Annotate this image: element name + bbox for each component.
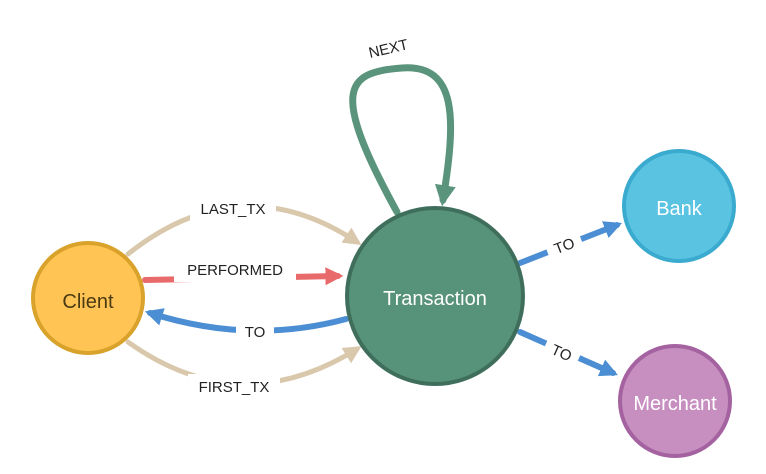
edge-to-bank[interactable]: TO: [517, 221, 623, 266]
node-bank-circle[interactable]: [622, 149, 736, 263]
edge-next[interactable]: NEXT: [349, 36, 456, 216]
edge-next-label: NEXT: [367, 36, 410, 62]
node-merchant-circle[interactable]: [618, 344, 732, 458]
edge-first-tx-label-bg: [188, 374, 280, 398]
edge-to-merchant-label: TO: [549, 341, 575, 365]
node-transaction-circle[interactable]: [345, 206, 525, 386]
node-client-label: Client: [62, 291, 114, 313]
edge-to-client-label: TO: [245, 324, 266, 341]
node-bank-label: Bank: [656, 198, 703, 220]
edge-first-tx[interactable]: FIRST_TX: [125, 339, 362, 398]
edge-last-tx[interactable]: LAST_TX: [125, 196, 362, 257]
edge-first-tx-label: FIRST_TX: [199, 379, 270, 396]
edge-to-client-label-bg: [236, 318, 274, 342]
edge-next-line[interactable]: [349, 64, 456, 216]
edge-performed-label-bg: [174, 258, 296, 282]
node-merchant-label: Merchant: [633, 393, 717, 415]
node-client[interactable]: Client: [31, 241, 145, 355]
edge-last-tx-label-bg: [190, 196, 276, 220]
node-transaction-label: Transaction: [383, 288, 487, 310]
edge-to-client[interactable]: TO: [144, 308, 349, 342]
edge-last-tx-label: LAST_TX: [200, 201, 265, 218]
node-transaction[interactable]: Transaction: [345, 206, 525, 386]
edge-to-bank-label-bg: [543, 228, 585, 262]
edge-performed[interactable]: PERFORMED: [142, 258, 344, 286]
edge-performed-label: PERFORMED: [187, 262, 283, 279]
edge-to-bank-label: TO: [552, 235, 577, 258]
edge-to-merchant-label-bg: [541, 334, 583, 370]
edge-to-merchant[interactable]: TO: [517, 329, 618, 377]
node-merchant[interactable]: Merchant: [618, 344, 732, 458]
node-bank[interactable]: Bank: [622, 149, 736, 263]
node-client-circle[interactable]: [31, 241, 145, 355]
